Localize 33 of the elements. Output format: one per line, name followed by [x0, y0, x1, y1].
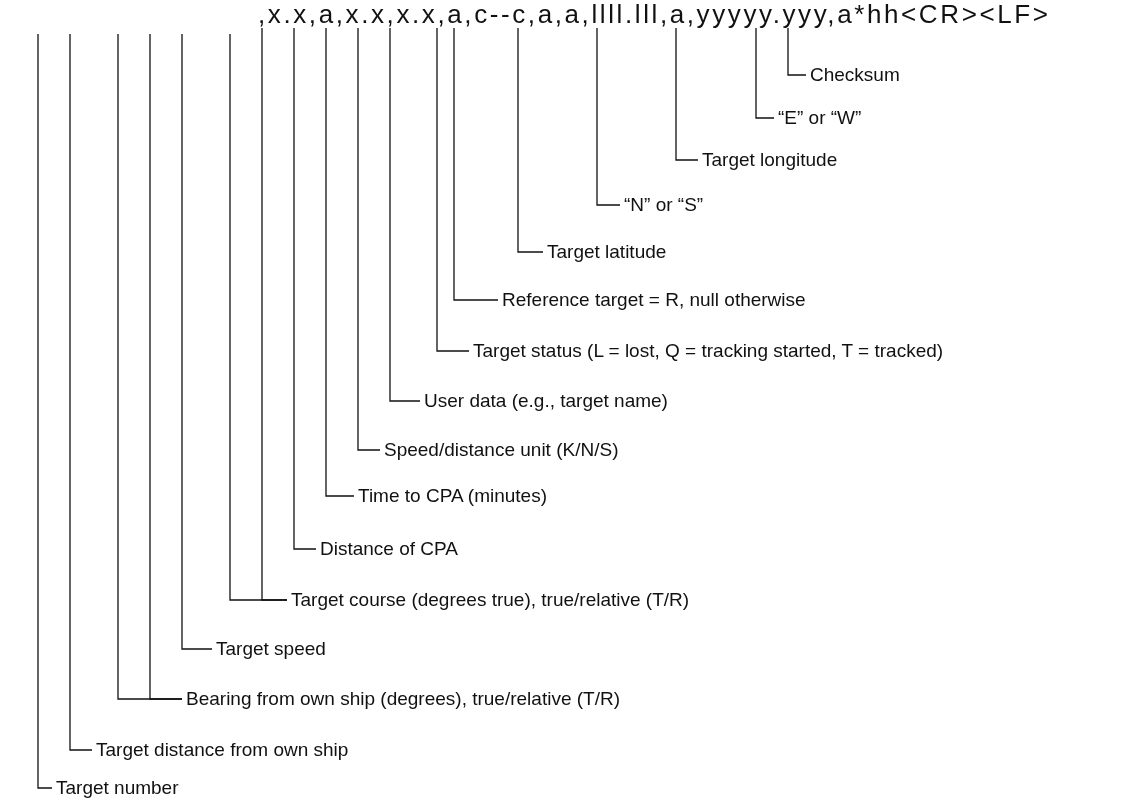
field-label: Speed/distance unit (K/N/S)	[380, 439, 619, 461]
leader-line	[325, 27, 355, 497]
field-label: Target latitude	[543, 241, 667, 263]
leader-line	[453, 27, 499, 301]
field-label: Target status (L = lost, Q = tracking started, T = tracked)	[469, 340, 944, 362]
sentence-format: ,x.x,a,x.x,x.x,a,c--c,a,a,llll.lll,a,yyyyy.yyy,a*hh<CR><LF>	[258, 0, 1051, 28]
field-label: “E” or “W”	[774, 107, 862, 129]
leader-line	[37, 33, 53, 789]
leader-line	[293, 27, 317, 550]
field-label: Time to CPA (minutes)	[354, 485, 547, 507]
leader-line	[517, 27, 544, 253]
field-label: Bearing from own ship (degrees), true/relative (T/R)	[182, 688, 620, 710]
field-label: Target course (degrees true), true/relative (T/R)	[287, 589, 690, 611]
field-label: Distance of CPA	[316, 538, 458, 560]
leader-line	[357, 27, 381, 451]
field-label: Target number	[52, 777, 179, 799]
leader-line	[596, 27, 621, 206]
leader-line	[755, 27, 775, 119]
leader-line	[675, 27, 699, 161]
leader-line	[69, 33, 93, 751]
leader-line	[436, 27, 470, 352]
field-label: Target distance from own ship	[92, 739, 349, 761]
leader-line	[787, 27, 807, 76]
field-label: Checksum	[806, 64, 900, 86]
leader-line	[181, 33, 213, 650]
field-label: Target longitude	[698, 149, 838, 171]
field-label: Reference target = R, null otherwise	[498, 289, 806, 311]
field-label: User data (e.g., target name)	[420, 390, 668, 412]
field-label: Target speed	[212, 638, 326, 660]
field-label: “N” or “S”	[620, 194, 704, 216]
leader-line	[229, 33, 288, 601]
leader-line	[117, 33, 183, 700]
leader-line	[389, 27, 421, 402]
